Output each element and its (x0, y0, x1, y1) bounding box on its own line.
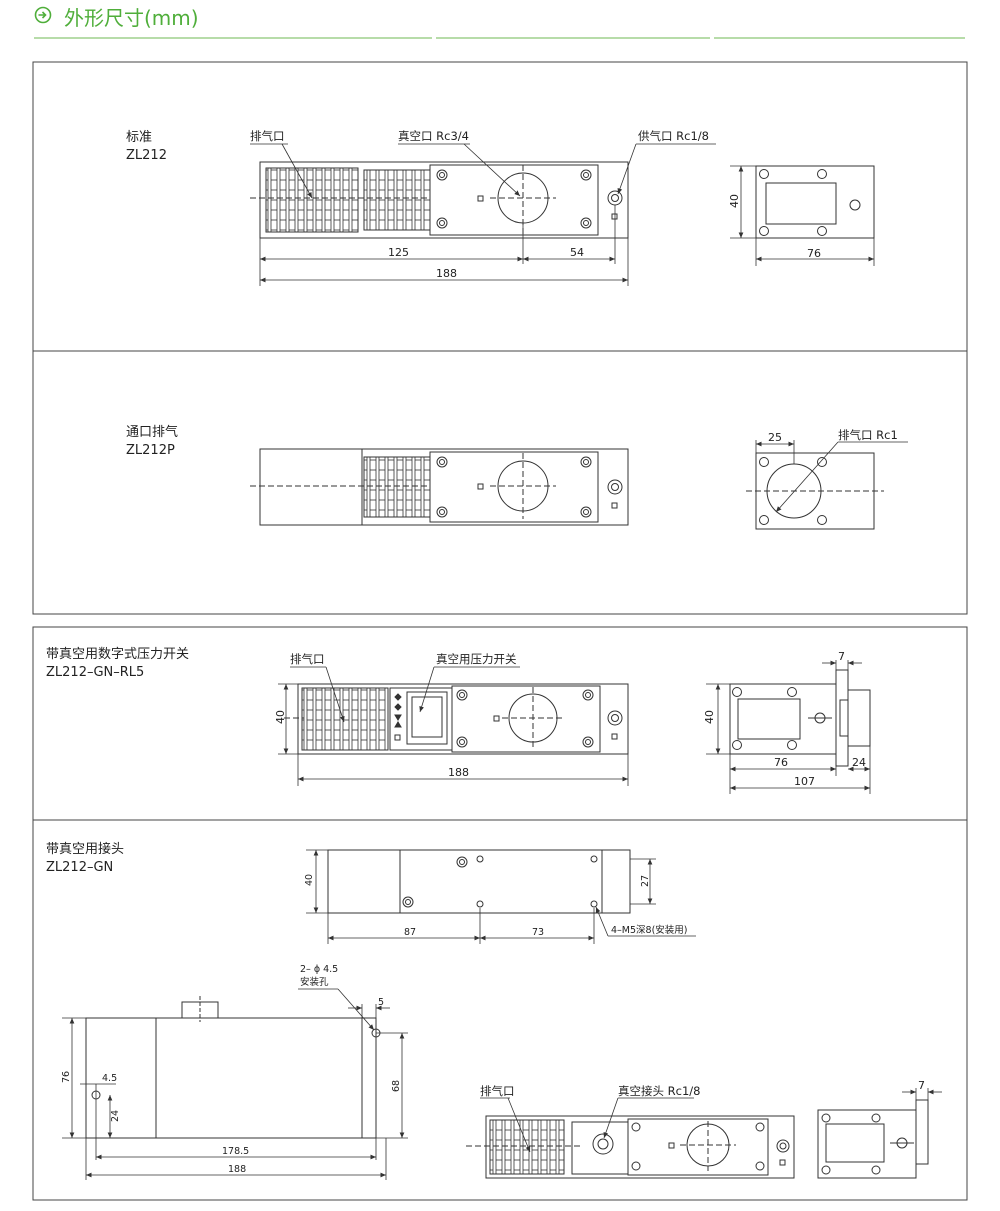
dim-188: 188 (436, 267, 457, 280)
label-exhaust: 排气口 (290, 652, 325, 666)
dim-68: 68 (391, 1080, 402, 1092)
label-mount-hole-a: 2– ϕ 4.5 (300, 964, 338, 975)
dim-27: 27 (640, 875, 651, 887)
dim-40: 40 (304, 874, 315, 886)
dim-5: 5 (378, 997, 384, 1008)
dim-73: 73 (532, 927, 544, 938)
ejector-body (284, 683, 629, 755)
section-connector: 带真空用接头 ZL212–GN 40 27 (46, 841, 942, 1180)
section-title: 带真空用接头 (46, 841, 124, 857)
dim-178-5: 178.5 (222, 1146, 249, 1157)
dim-125: 125 (388, 246, 409, 259)
section-model: ZL212 (126, 148, 167, 163)
section-title: 通口排气 (126, 424, 178, 440)
label-pressure-switch: 真空用压力开关 (436, 652, 517, 666)
circle-arrow-right-icon (34, 6, 52, 24)
dim-40: 40 (274, 710, 287, 724)
section-port-exhaust: 通口排气 ZL212P (126, 424, 908, 530)
section-model: ZL212–GN–RL5 (46, 665, 144, 680)
dim-7: 7 (918, 1079, 925, 1092)
dim-76: 76 (61, 1071, 72, 1083)
section-title: 带真空用数字式压力开关 (46, 647, 189, 662)
section-model: ZL212P (126, 443, 175, 458)
dim-76: 76 (774, 756, 788, 769)
dim-76: 76 (807, 247, 821, 260)
dim-4-5: 4.5 (102, 1073, 117, 1084)
section-title: 标准 (126, 130, 152, 145)
frame-top (32, 61, 968, 615)
end-view (746, 452, 884, 530)
top-view (327, 849, 631, 914)
section-standard: 标准 ZL212 (126, 129, 875, 286)
dim-24: 24 (852, 756, 866, 769)
end-view (817, 1099, 929, 1179)
label-exhaust-port: 排气口 Rc1 (838, 428, 898, 442)
dim-188: 188 (448, 766, 469, 779)
section-model: ZL212–GN (46, 860, 113, 875)
side-view (85, 996, 381, 1139)
label-vacuum-port: 真空口 Rc3/4 (398, 129, 469, 143)
label-vacuum-joint: 真空接头 Rc1/8 (618, 1084, 700, 1098)
ejector-body (250, 448, 629, 526)
page-title: 外形尺寸(mm) (64, 6, 199, 30)
dim-24: 24 (110, 1110, 121, 1122)
label-supply-port: 供气口 Rc1/8 (638, 129, 709, 143)
end-view (755, 165, 875, 239)
section-digital-switch: 带真空用数字式压力开关 ZL212–GN–RL5 (46, 647, 871, 794)
dim-107: 107 (794, 775, 815, 788)
dim-188: 188 (228, 1164, 246, 1175)
label-tapped-holes: 4–M5深8(安装用) (611, 924, 688, 936)
front-view (466, 1115, 795, 1179)
dim-7: 7 (838, 650, 845, 663)
label-exhaust: 排气口 (480, 1084, 515, 1098)
label-exhaust: 排气口 (250, 129, 285, 143)
end-view (729, 669, 871, 767)
dim-40b: 40 (703, 710, 716, 724)
dim-54: 54 (570, 246, 584, 259)
dim-40: 40 (728, 194, 741, 208)
frame-bottom (32, 626, 968, 1201)
dim-25: 25 (768, 431, 782, 444)
ejector-body (250, 161, 629, 239)
dim-87: 87 (404, 927, 416, 938)
label-mount-hole-b: 安装孔 (300, 976, 329, 988)
